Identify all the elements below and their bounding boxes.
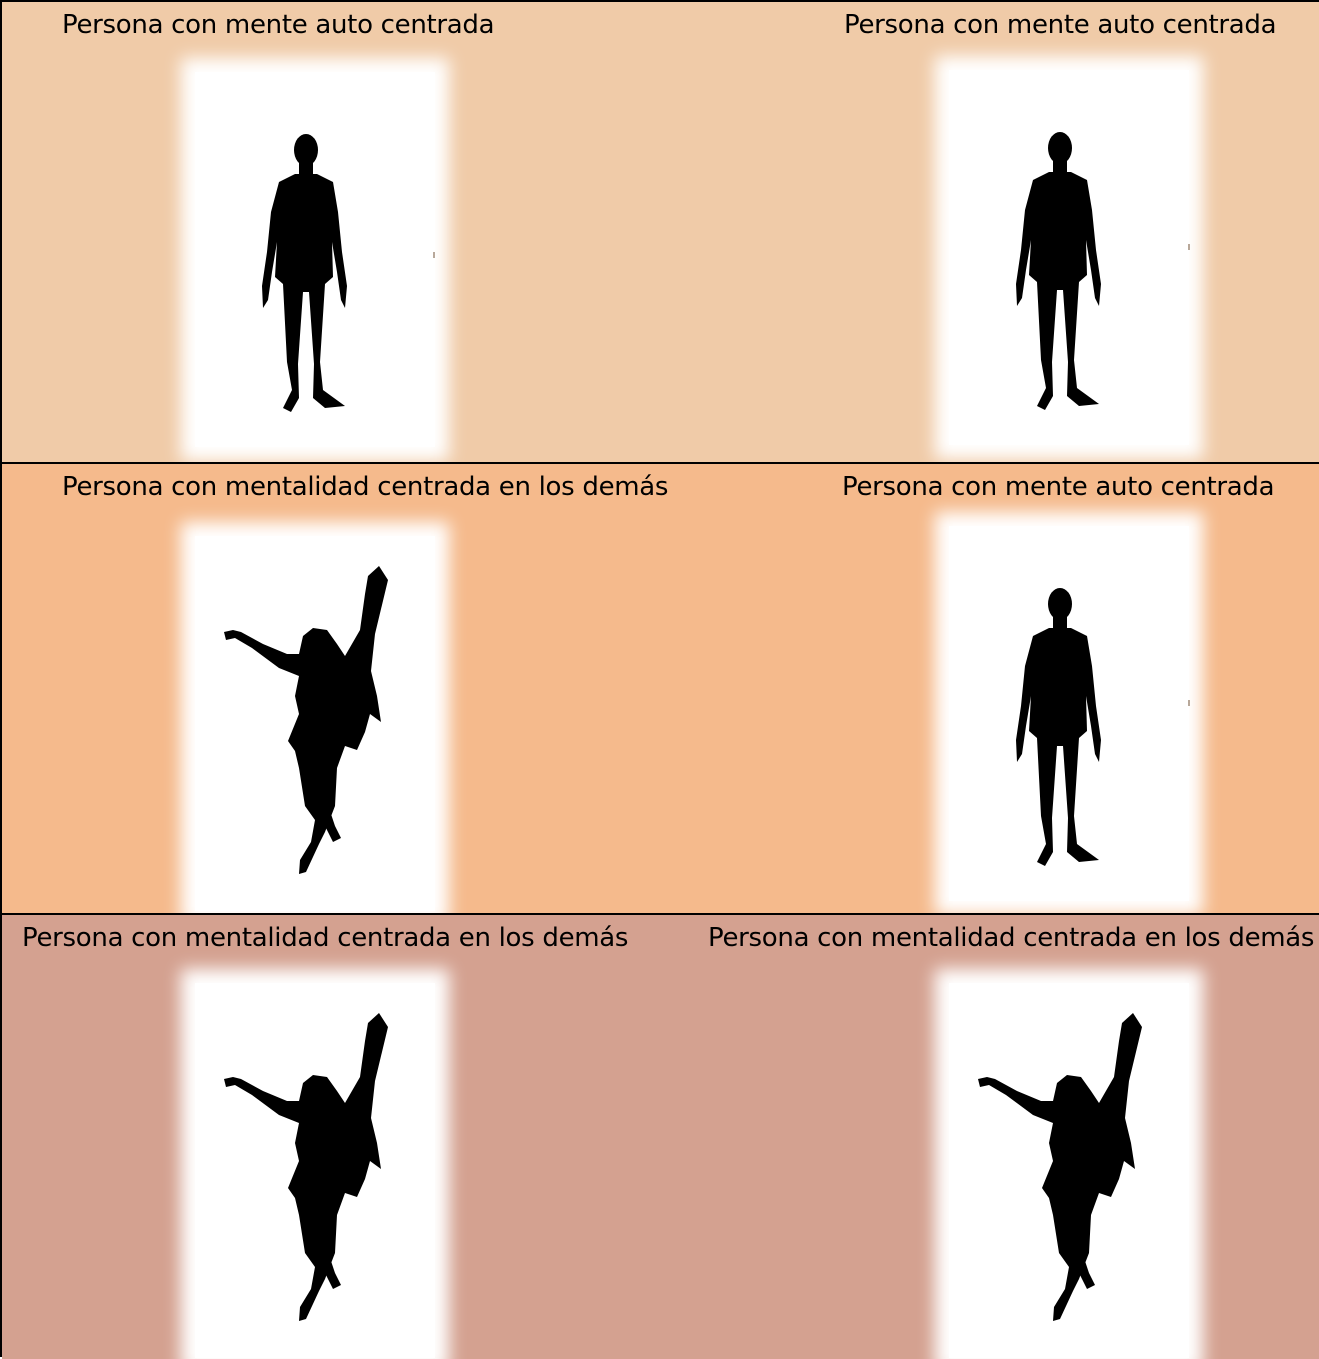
speck-mark bbox=[433, 252, 435, 258]
figure-tile bbox=[195, 536, 435, 911]
figure-tile bbox=[195, 72, 435, 447]
figure-tile bbox=[949, 526, 1189, 901]
figure-tile bbox=[949, 983, 1189, 1358]
row-2: Persona con mentalidad centrada en los d… bbox=[2, 462, 1319, 913]
row-3: Persona con mentalidad centrada en los d… bbox=[2, 913, 1319, 1359]
standing-man-silhouette-icon bbox=[949, 70, 1189, 445]
speck-mark bbox=[1188, 700, 1190, 706]
speck-mark bbox=[1188, 244, 1190, 250]
caption-self-centered: Persona con mente auto centrada bbox=[842, 472, 1275, 502]
reaching-woman-silhouette-icon bbox=[949, 983, 1189, 1358]
standing-man-silhouette-icon bbox=[949, 526, 1189, 901]
figure-tile bbox=[949, 70, 1189, 445]
standing-man-silhouette-icon bbox=[195, 72, 435, 447]
figure-tile bbox=[195, 983, 435, 1358]
reaching-woman-silhouette-icon bbox=[195, 983, 435, 1358]
caption-self-centered: Persona con mente auto centrada bbox=[62, 10, 495, 40]
caption-others-centered: Persona con mentalidad centrada en los d… bbox=[708, 923, 1315, 953]
row-1: Persona con mente auto centrada Persona … bbox=[2, 2, 1319, 462]
caption-others-centered: Persona con mentalidad centrada en los d… bbox=[22, 923, 629, 953]
caption-self-centered: Persona con mente auto centrada bbox=[844, 10, 1277, 40]
reaching-woman-silhouette-icon bbox=[195, 536, 435, 911]
caption-others-centered: Persona con mentalidad centrada en los d… bbox=[62, 472, 669, 502]
